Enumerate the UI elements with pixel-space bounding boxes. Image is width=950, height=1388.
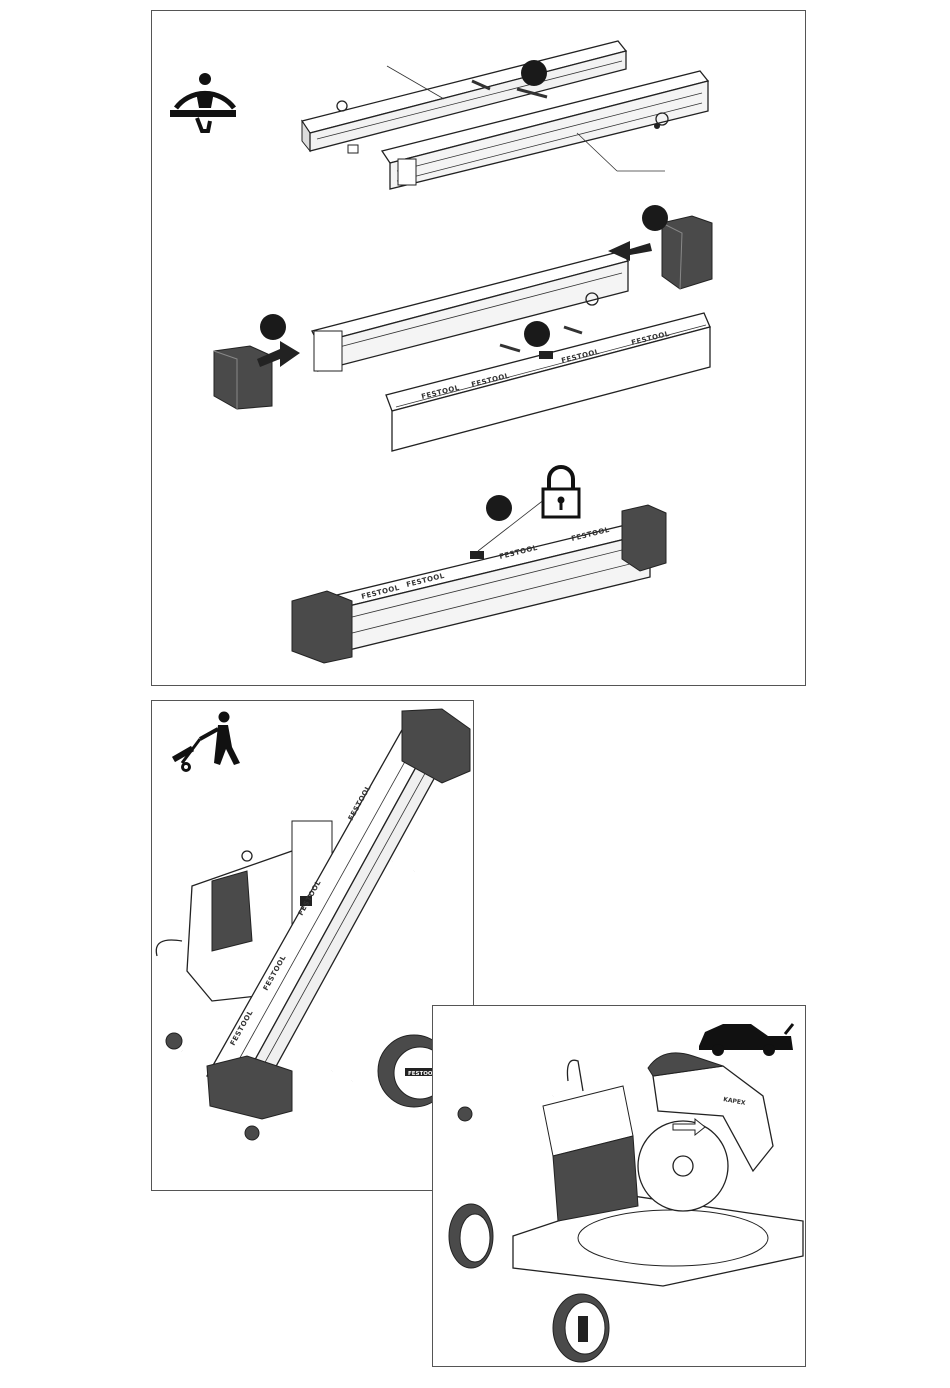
- trolley-wheel: [553, 1294, 609, 1362]
- car-transport-figure: KAPEX: [433, 1006, 807, 1368]
- end-cap-left: [214, 346, 272, 409]
- callout-marker: [486, 495, 512, 521]
- callout-marker: [642, 205, 668, 231]
- assembly-steps-panel: FESTOOL FESTOOL FESTOOL FESTOOL FESTOOL …: [151, 10, 806, 686]
- assembly-steps-figure: FESTOOL FESTOOL FESTOOL FESTOOL FESTOOL …: [152, 11, 807, 687]
- padlock-icon: [543, 467, 579, 517]
- assembled-rail-package: [292, 505, 666, 663]
- callout-marker: [524, 321, 550, 347]
- car-icon: [699, 1024, 793, 1056]
- trolley-transport-panel: FESTOOL FESTOOL FESTOOL FESTOOL FESTOOL: [151, 700, 474, 1191]
- trolley-wheel: [449, 1204, 493, 1268]
- arrow-icon: [500, 345, 520, 351]
- callout-marker: [521, 60, 547, 86]
- miter-saw: [513, 1053, 803, 1286]
- callout-marker: [260, 314, 286, 340]
- person-carrying-icon: [170, 73, 236, 131]
- person-pushing-trolley-icon: [172, 712, 240, 773]
- arrow-icon: [564, 327, 582, 333]
- car-transport-panel: KAPEX: [432, 1005, 806, 1367]
- trolley-transport-figure: FESTOOL FESTOOL FESTOOL FESTOOL FESTOOL: [152, 701, 475, 1192]
- end-cap-right: [662, 216, 712, 289]
